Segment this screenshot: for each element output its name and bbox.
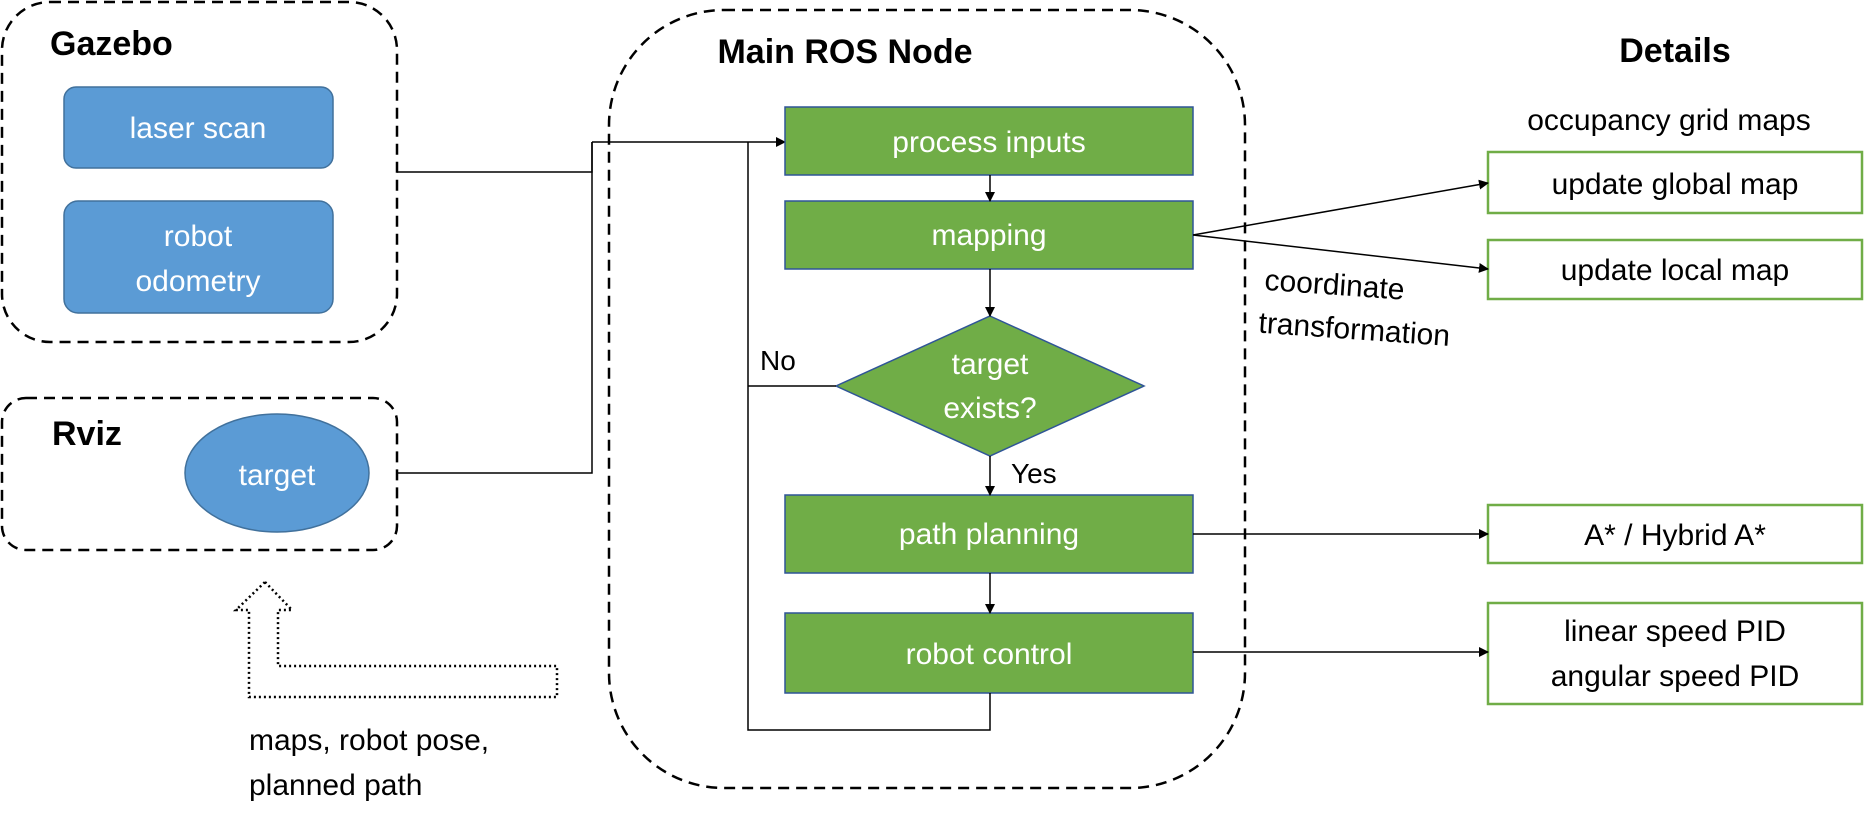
target-exists-decision xyxy=(834,315,1146,457)
pid-label-1: linear speed PID xyxy=(1564,615,1786,648)
mapping-to-local-arrow xyxy=(1192,234,1489,273)
gazebo-connector xyxy=(397,142,593,173)
laser-scan-box xyxy=(63,86,334,169)
main-ros-node-group xyxy=(607,8,1247,790)
feedback-up-arrow xyxy=(232,580,559,699)
robot-odometry-box xyxy=(63,200,334,314)
no-label: No xyxy=(760,345,796,376)
robot-odometry-label-2: odometry xyxy=(135,265,260,298)
coord-label-1: coordinate xyxy=(1264,264,1406,307)
yes-label: Yes xyxy=(1011,458,1057,489)
robot-control-label: robot control xyxy=(906,638,1073,671)
pid-label-2: angular speed PID xyxy=(1551,660,1800,693)
astar-label: A* / Hybrid A* xyxy=(1584,519,1766,552)
gazebo-title: Gazebo xyxy=(50,25,173,63)
robot-odometry-label-1: robot xyxy=(164,220,233,253)
local-map-label: update local map xyxy=(1561,254,1790,287)
mapping-to-global-arrow xyxy=(1192,179,1489,236)
rviz-title: Rviz xyxy=(52,415,122,453)
feedback-label-1: maps, robot pose, xyxy=(249,724,489,757)
decision-label-1: target xyxy=(952,348,1029,381)
occupancy-heading: occupancy grid maps xyxy=(1527,104,1810,137)
target-label: target xyxy=(239,459,316,492)
rviz-group xyxy=(0,396,399,552)
astar-box xyxy=(1486,503,1864,565)
path-planning-label: path planning xyxy=(899,518,1079,551)
coord-label-2: transformation xyxy=(1258,307,1452,353)
laser-scan-label: laser scan xyxy=(130,112,267,145)
control-loop-back xyxy=(747,142,991,731)
local-map-box xyxy=(1486,238,1864,301)
mapping-label: mapping xyxy=(931,219,1046,252)
details-title: Details xyxy=(1619,32,1731,70)
robot-control-box xyxy=(784,612,1194,694)
rviz-connector xyxy=(397,142,593,474)
pid-box xyxy=(1486,601,1864,706)
coordinate-transformation-label: coordinate transformation xyxy=(1258,264,1452,353)
main-ros-node-title: Main ROS Node xyxy=(717,33,972,71)
process-inputs-label: process inputs xyxy=(892,126,1085,159)
feedback-label-2: planned path xyxy=(249,769,423,802)
global-map-label: update global map xyxy=(1552,168,1799,201)
process-inputs-box xyxy=(784,106,1194,176)
target-ellipse xyxy=(184,413,370,533)
decision-label-2: exists? xyxy=(943,392,1036,425)
